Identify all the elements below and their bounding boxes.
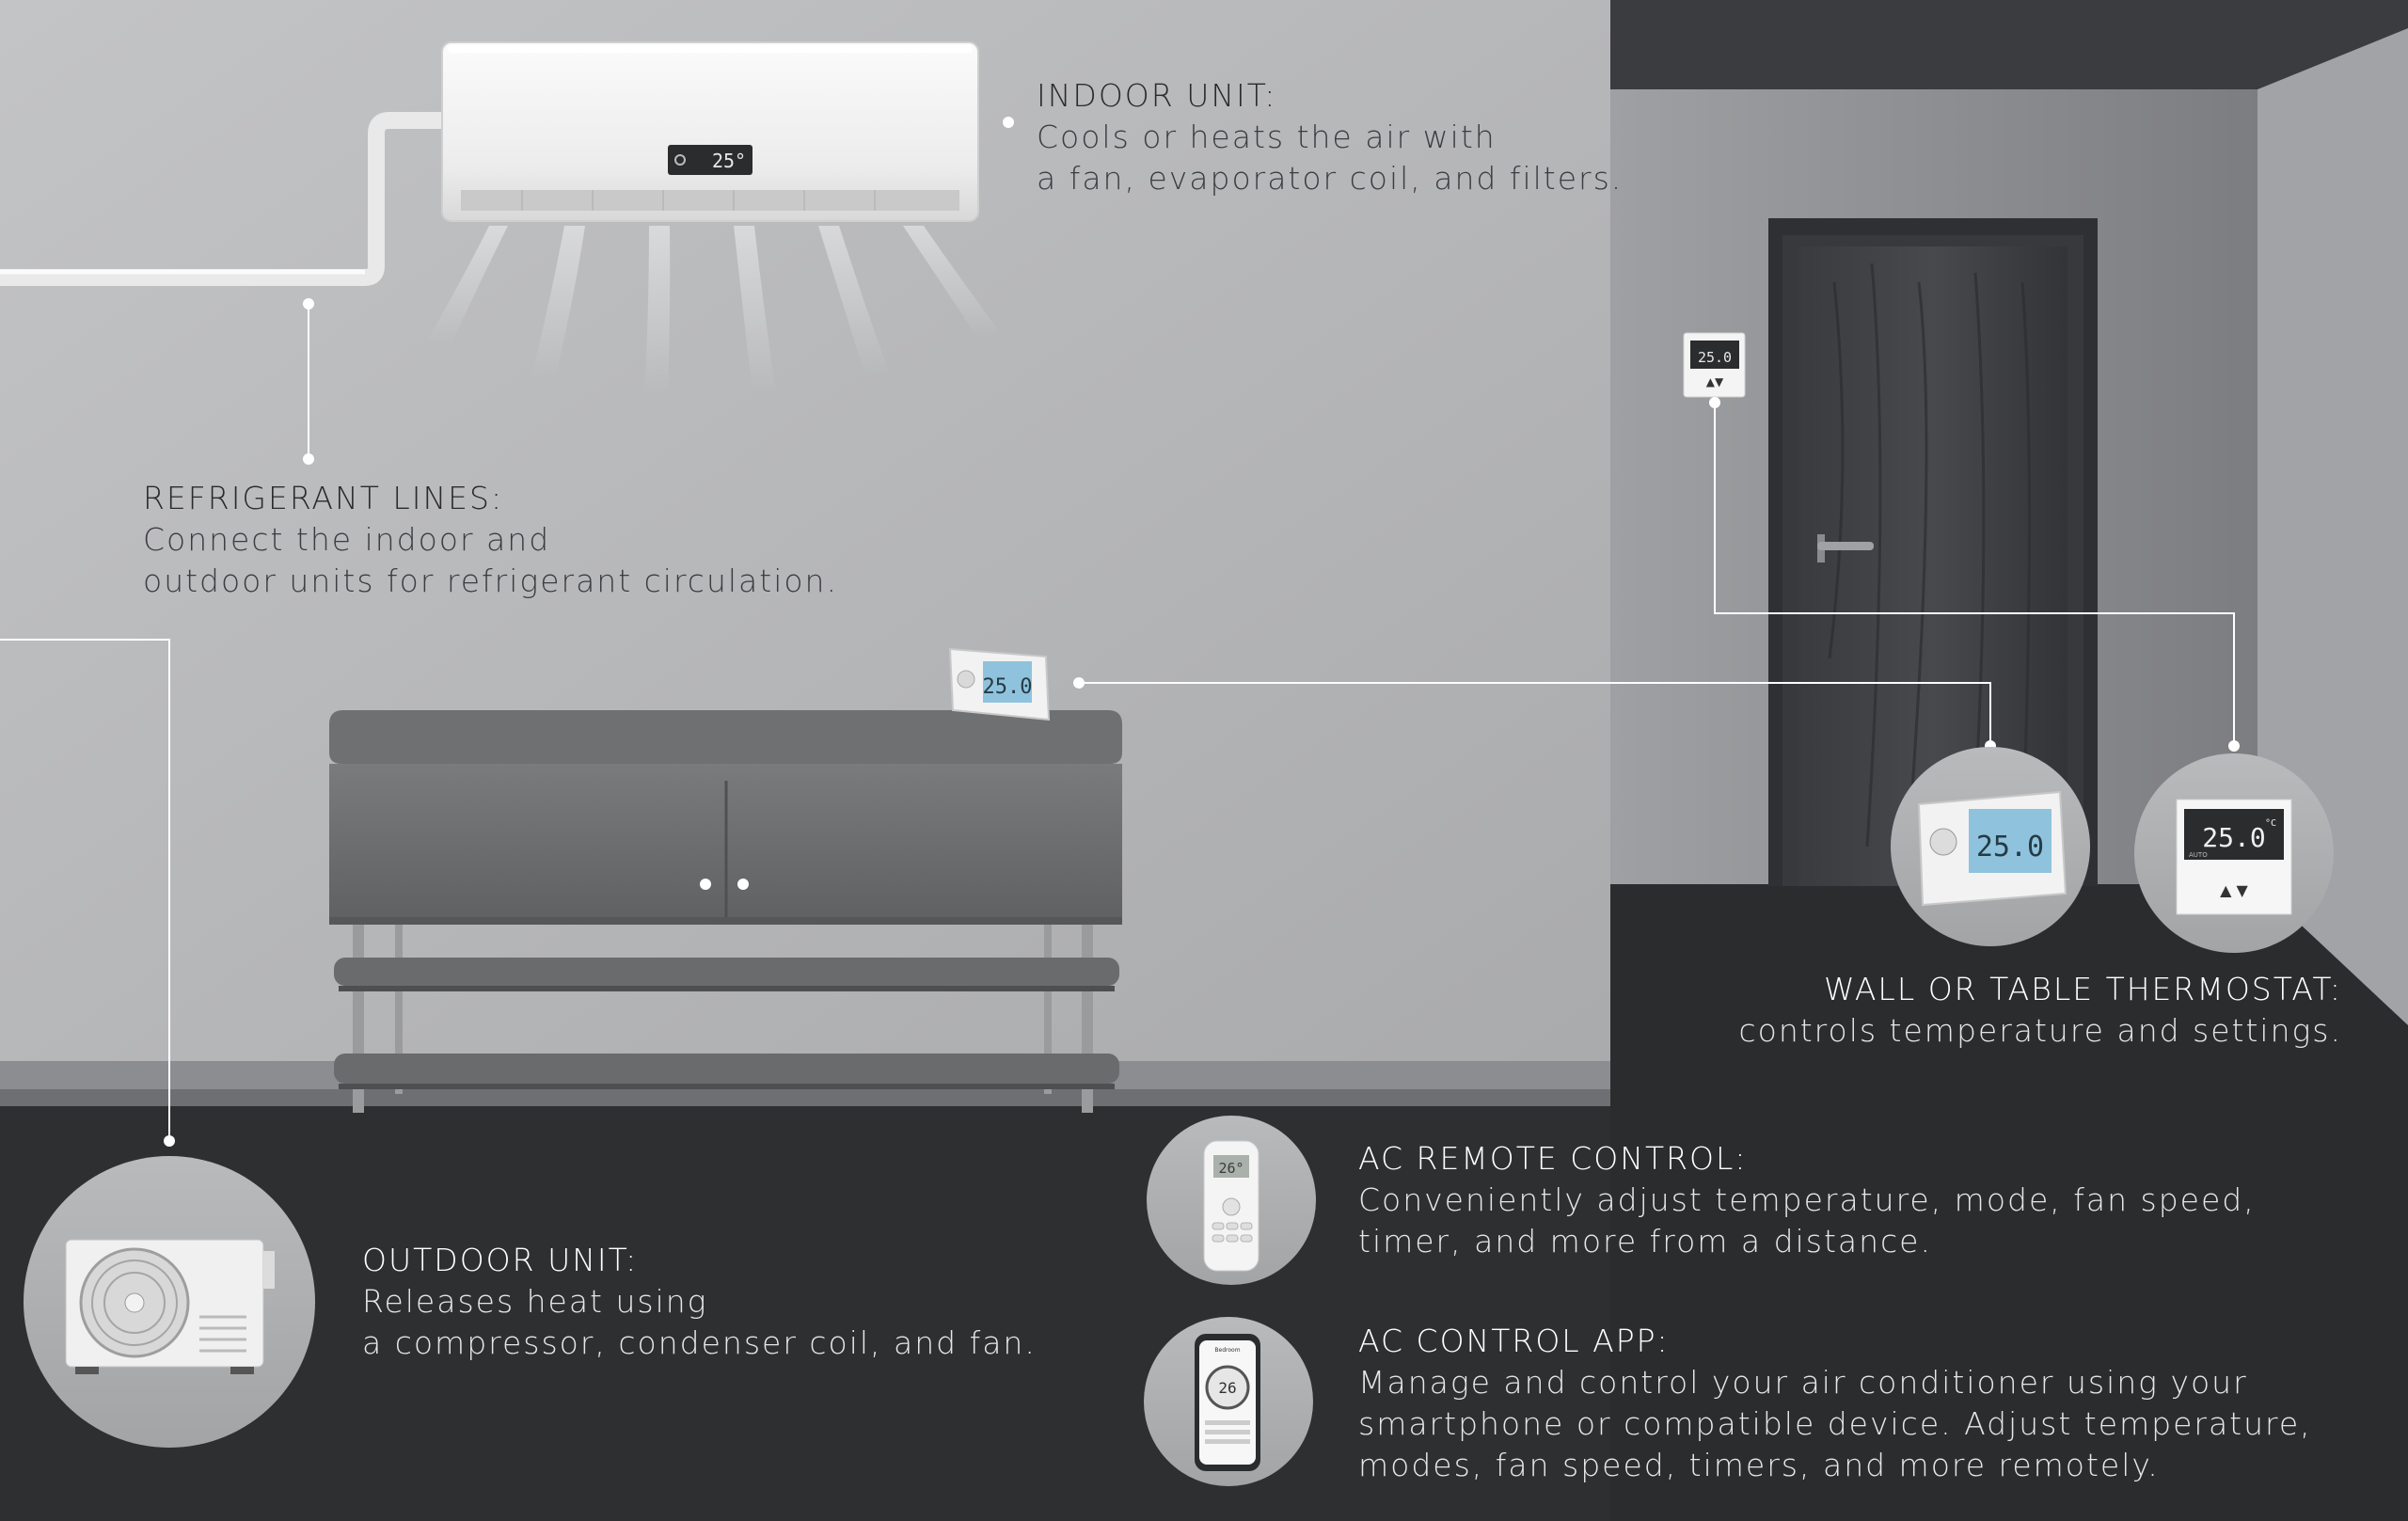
control-app-label: AC CONTROL APP: Manage and control your … [1358,1321,2312,1486]
remote-control-desc-2: timer, and more from a distance. [1358,1223,1932,1260]
refrigerant-lines-desc-1: Connect the indoor and [143,521,551,558]
outdoor-unit-label: OUTDOOR UNIT: Releases heat using a comp… [362,1240,1037,1364]
wall-thermostat-display: 25.0 [1698,349,1732,366]
wall-thermostat: ▲▼ [1683,332,1746,398]
svg-text:▲▼: ▲▼ [1706,375,1724,388]
refrigerant-lines-label: REFRIGERANT LINES: Connect the indoor an… [143,478,838,602]
control-app-desc-2: smartphone or compatible device. Adjust … [1358,1405,2312,1442]
wall-thermostat-zoom: ▲ ▼ [2134,753,2334,953]
ac-remote [1147,1116,1316,1285]
indoor-unit-title: INDOOR UNIT: [1037,77,1277,114]
table-thermostat [948,647,1051,721]
thermostat-label: WALL OR TABLE THERMOSTAT: controls tempe… [1738,969,2342,1052]
indoor-unit-display: 25° [712,150,746,172]
table-thermostat-zoom-display: 25.0 [1976,831,2044,863]
app-dial: 26 [1218,1379,1236,1397]
control-app-title: AC CONTROL APP: [1358,1323,1670,1359]
door [1768,218,2098,886]
indoor-unit-desc-2: a fan, evaporator coil, and filters. [1037,160,1624,197]
svg-text:AUTO: AUTO [2189,851,2208,859]
remote-control-title: AC REMOTE CONTROL: [1358,1140,1748,1177]
wall-thermostat-zoom-display: 25.0 [2202,822,2265,853]
remote-control-desc-1: Conveniently adjust temperature, mode, f… [1358,1181,2256,1218]
control-app-desc-3: modes, fan speed, timers, and more remot… [1358,1447,2160,1483]
outdoor-unit [24,1156,315,1448]
thermostat-title: WALL OR TABLE THERMOSTAT: [1824,971,2342,1007]
table-thermostat-zoom [1891,747,2090,946]
control-app-desc-1: Manage and control your air conditioner … [1358,1364,2248,1401]
remote-display: 26° [1218,1160,1244,1177]
app-header: Bedroom [1214,1347,1240,1354]
remote-control-label: AC REMOTE CONTROL: Conveniently adjust t… [1358,1138,2256,1262]
refrigerant-lines-title: REFRIGERANT LINES: [143,480,504,516]
svg-text:▲ ▼: ▲ ▼ [2220,881,2248,899]
outdoor-unit-desc-2: a compressor, condenser coil, and fan. [362,1324,1037,1361]
ac-control-app [1144,1317,1313,1486]
table-thermostat-display: 25.0 [983,675,1033,699]
thermostat-desc-1: controls temperature and settings. [1738,1012,2342,1049]
indoor-unit-label: INDOOR UNIT: Cools or heats the air with… [1037,75,1623,199]
indoor-unit-desc-1: Cools or heats the air with [1037,119,1497,155]
indoor-unit [441,41,979,222]
outdoor-unit-title: OUTDOOR UNIT: [362,1242,639,1278]
outdoor-unit-desc-1: Releases heat using [362,1283,708,1320]
airflow [428,226,999,395]
refrigerant-lines-desc-2: outdoor units for refrigerant circulatio… [143,562,838,599]
leader-lines [0,304,2235,1141]
cabinet [329,710,1122,1113]
svg-text:°C: °C [2265,818,2276,829]
refrigerant-pipe [0,112,442,286]
